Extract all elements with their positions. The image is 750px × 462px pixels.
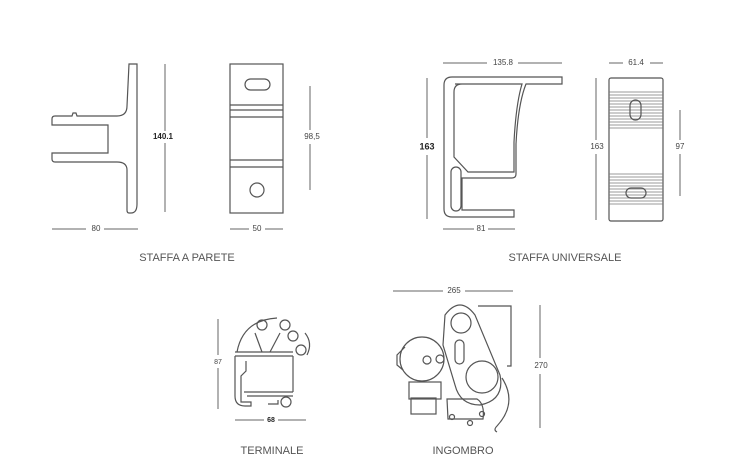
dim-width-profile: 80 bbox=[92, 224, 101, 233]
slot-hole bbox=[625, 187, 647, 199]
terminale-profile bbox=[234, 317, 311, 408]
dim-height-plate: 98,5 bbox=[304, 132, 320, 141]
universal-bracket-plate bbox=[608, 77, 664, 222]
dim-height: 270 bbox=[534, 361, 548, 370]
dim-height-profile: 163 bbox=[419, 141, 434, 151]
terminale-group: 87 68 TERMINALE bbox=[214, 317, 311, 457]
dim-slot-spacing: 97 bbox=[676, 142, 685, 151]
wall-bracket-profile bbox=[51, 63, 138, 214]
dim-plate-height: 163 bbox=[590, 142, 604, 151]
ingombro-title: INGOMBRO bbox=[432, 445, 494, 457]
dim-height-profile: 140.1 bbox=[153, 132, 174, 141]
terminale-title: TERMINALE bbox=[241, 445, 304, 457]
slot-hole bbox=[244, 78, 271, 91]
dim-top-width: 135.8 bbox=[493, 58, 514, 67]
wall-bracket-plate bbox=[229, 63, 284, 214]
staffa-parete-group: 140.1 80 98,5 50 STAFFA A PARETE bbox=[51, 63, 320, 264]
staffa-universale-group: 135.8 163 81 61.4 163 bbox=[419, 58, 685, 264]
hatched-band-top bbox=[609, 91, 663, 129]
staffa-parete-title: STAFFA A PARETE bbox=[139, 252, 235, 264]
dim-plate-width: 61.4 bbox=[628, 58, 644, 67]
dim-width: 265 bbox=[447, 286, 461, 295]
round-hole bbox=[249, 182, 265, 198]
dim-height: 87 bbox=[214, 359, 222, 366]
ingombro-group: 265 270 INGOMBRO bbox=[393, 286, 548, 457]
dim-width-plate: 50 bbox=[253, 224, 262, 233]
staffa-universale-title: STAFFA UNIVERSALE bbox=[509, 252, 622, 264]
ingombro-assembly bbox=[396, 304, 512, 433]
slot-hole bbox=[629, 99, 642, 121]
universal-bracket-profile bbox=[443, 76, 563, 218]
dim-width: 68 bbox=[267, 417, 275, 424]
hatched-band-bottom bbox=[609, 173, 663, 205]
dim-bottom-width: 81 bbox=[477, 224, 486, 233]
